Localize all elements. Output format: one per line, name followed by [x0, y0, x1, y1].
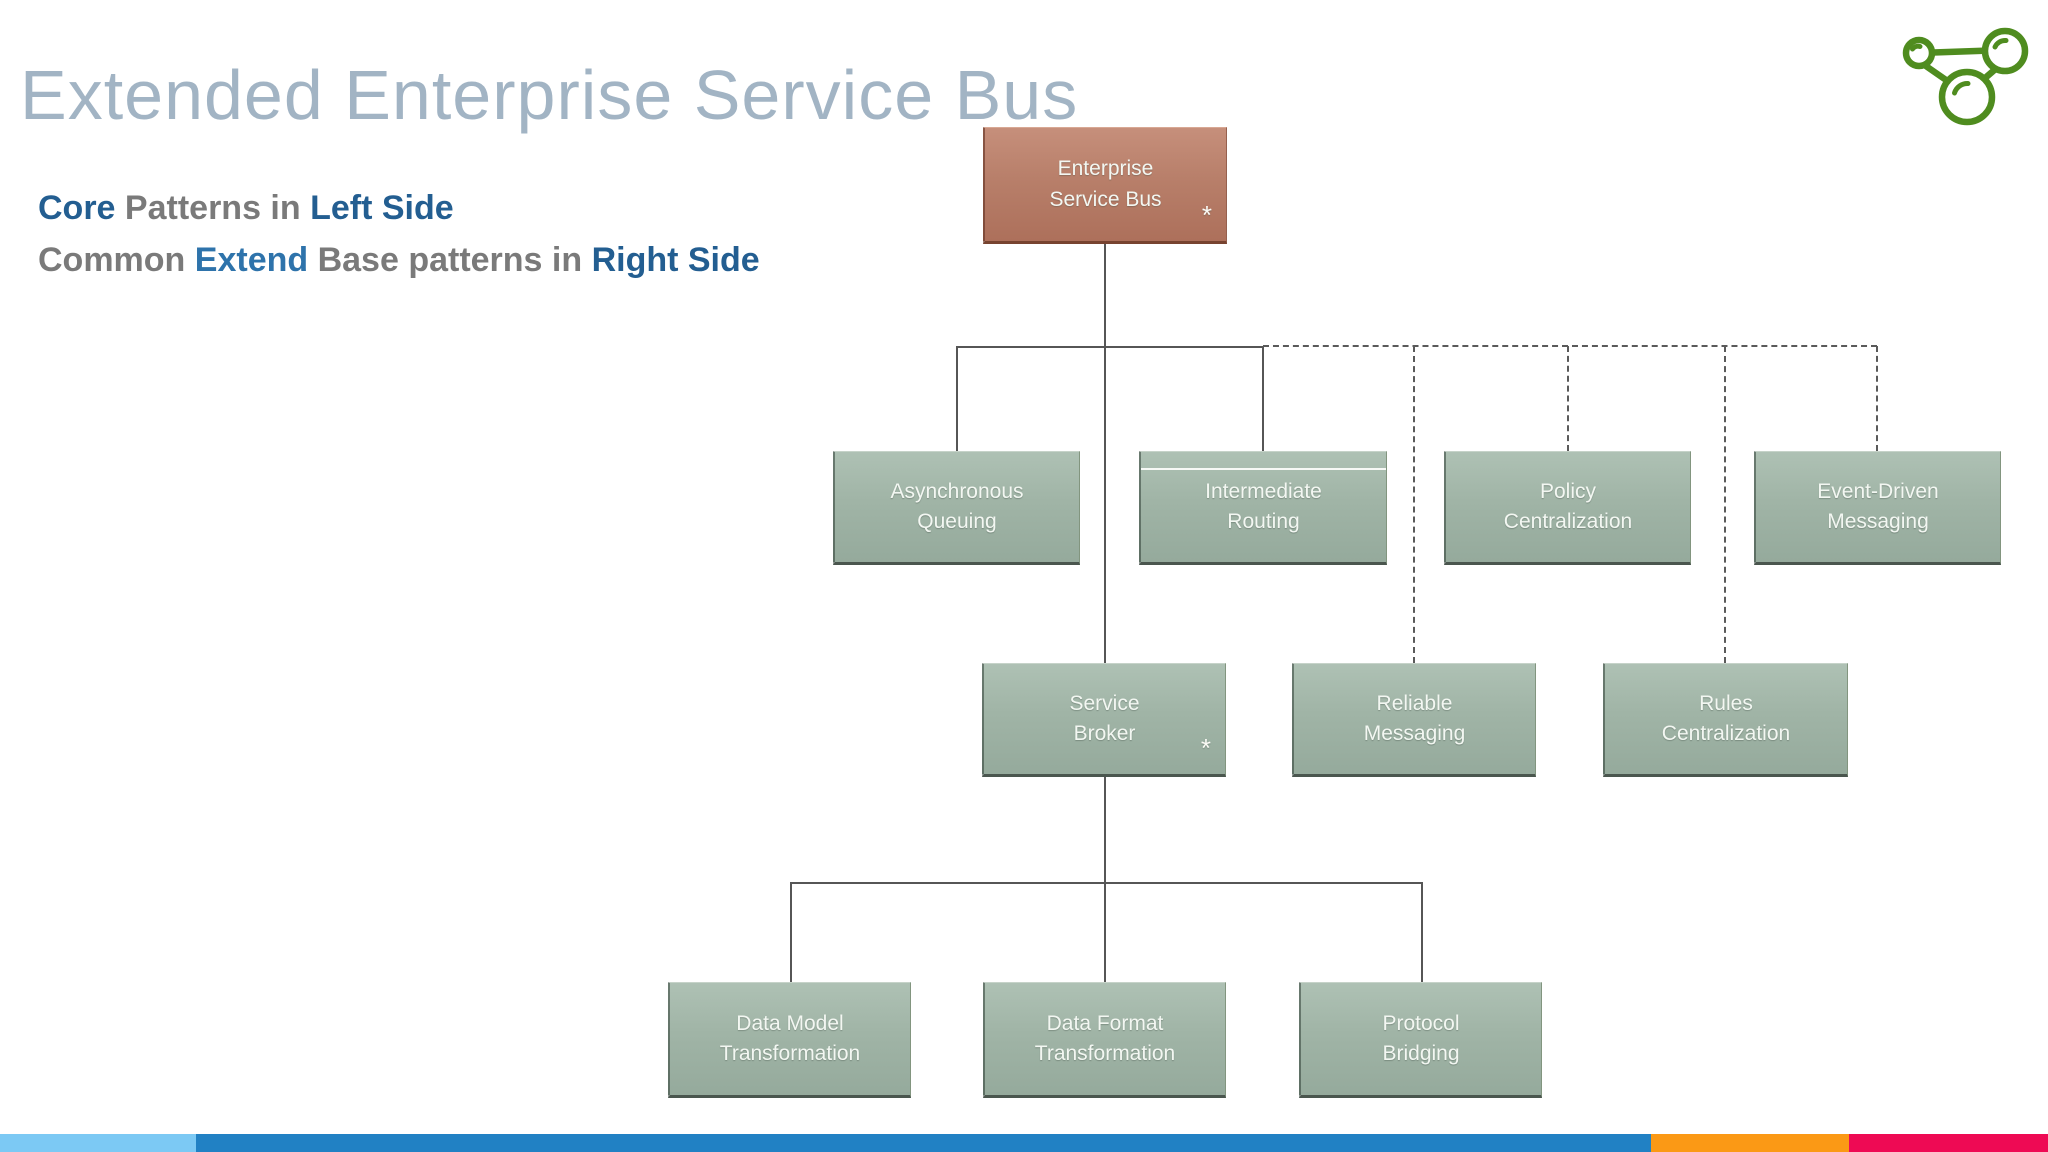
connector-drop-intermediate-routing [1262, 346, 1264, 451]
node-policy-centralization: Policy Centralization [1444, 451, 1691, 565]
node-label: Rules Centralization [1661, 691, 1791, 745]
node-label: Data Format Transformation [1034, 1011, 1176, 1065]
footer-segment-light-blue [0, 1134, 196, 1152]
subtitle-text: Core Patterns in Left Side Common Extend… [38, 182, 760, 286]
subtitle-line-2: Common Extend Base patterns in Right Sid… [38, 234, 760, 286]
subtitle-extend: Extend [194, 241, 318, 279]
node-label: Data Model Transformation [719, 1011, 861, 1065]
footer-segment-orange [1651, 1134, 1849, 1152]
connector-drop-data-model-transformation [790, 882, 792, 982]
network-molecule-logo-icon [1902, 27, 2029, 126]
node-label: Reliable Messaging [1363, 691, 1466, 745]
connector-bottom-bus [790, 882, 1422, 884]
subtitle-base-patterns-in: Base patterns in [317, 241, 592, 279]
connector-service-broker-down [1104, 777, 1106, 883]
node-reliable-messaging: Reliable Messaging [1292, 663, 1536, 777]
subtitle-left-side: Left Side [310, 189, 454, 227]
page-title: Extended Enterprise Service Bus [20, 55, 1079, 134]
node-data-format-transformation: Data Format Transformation [983, 982, 1226, 1098]
node-label: Enterprise Service Bus [1049, 157, 1162, 211]
footer-color-bar [0, 1134, 2048, 1152]
connector-dashed-bus [1263, 345, 1877, 347]
connector-drop-policy-centralization [1567, 346, 1569, 451]
node-label: Service Broker [1069, 691, 1140, 745]
connector-drop-rules-centralization [1724, 346, 1726, 663]
node-enterprise-service-bus: Enterprise Service Bus * [983, 127, 1227, 244]
footer-segment-crimson [1849, 1134, 2048, 1152]
node-data-model-transformation: Data Model Transformation [668, 982, 911, 1098]
connector-esb-to-service-broker [1104, 244, 1106, 663]
node-label: Policy Centralization [1503, 479, 1633, 533]
node-intermediate-routing: Intermediate Routing [1139, 451, 1387, 565]
asterisk-marker: * [1200, 733, 1211, 764]
subtitle-right-side: Right Side [591, 241, 760, 279]
connector-drop-protocol-bridging [1421, 882, 1423, 982]
footer-segment-blue [196, 1134, 1651, 1152]
connector-drop-asynchronous-queuing [956, 346, 958, 451]
intermediate-routing-separator [1141, 468, 1386, 470]
connector-drop-reliable-messaging [1413, 346, 1415, 663]
connector-solid-bus [956, 346, 1263, 348]
connector-drop-event-driven-messaging [1876, 346, 1878, 451]
node-protocol-bridging: Protocol Bridging [1299, 982, 1542, 1098]
node-label: Event-Driven Messaging [1817, 479, 1939, 533]
subtitle-patterns-in: Patterns in [124, 189, 311, 227]
asterisk-marker: * [1201, 200, 1212, 231]
node-event-driven-messaging: Event-Driven Messaging [1754, 451, 2001, 565]
node-label: Protocol Bridging [1382, 1011, 1460, 1065]
node-rules-centralization: Rules Centralization [1603, 663, 1848, 777]
node-label: Intermediate Routing [1205, 479, 1322, 533]
subtitle-common: Common [38, 241, 195, 279]
node-asynchronous-queuing: Asynchronous Queuing [833, 451, 1080, 565]
node-label: Asynchronous Queuing [890, 479, 1024, 533]
subtitle-line-1: Core Patterns in Left Side [38, 182, 760, 234]
connector-drop-data-format-transformation [1104, 882, 1106, 982]
subtitle-core: Core [38, 189, 125, 227]
node-service-broker: Service Broker * [982, 663, 1226, 777]
